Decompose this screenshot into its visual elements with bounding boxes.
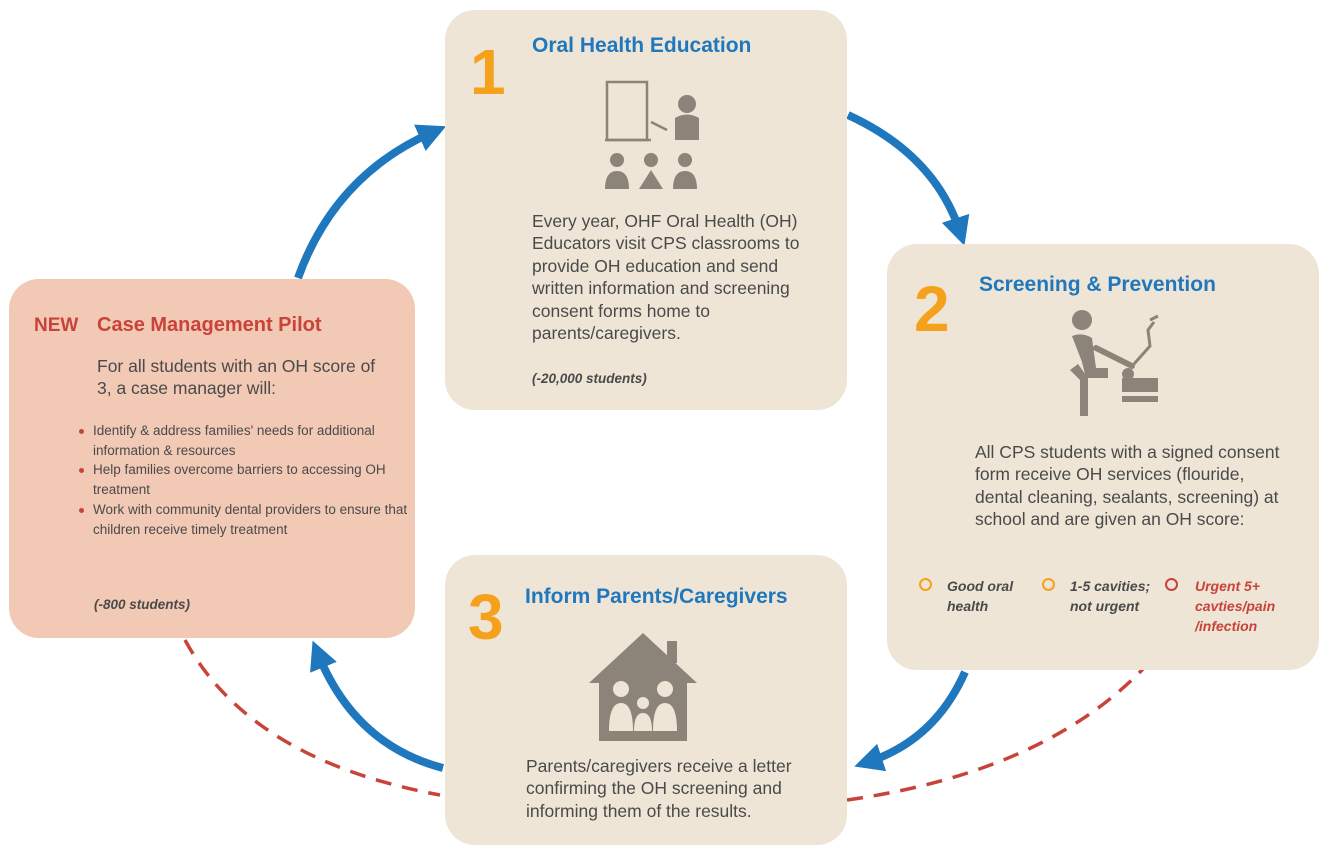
list-item-text: Identify & address families' needs for a… [93, 423, 375, 458]
case-management-title: Case Management Pilot [97, 314, 322, 336]
step-description: Parents/caregivers receive a letter conf… [526, 756, 792, 821]
step-title: Screening & Prevention [979, 273, 1216, 296]
step-card-education: 1 Oral Health Education Every year, OHF … [445, 10, 847, 410]
bullet-icon [79, 468, 84, 474]
case-management-card: NEW Case Management Pilot For all studen… [9, 279, 415, 638]
list-item-text: Work with community dental providers to … [93, 501, 408, 537]
score-circle-icon [1165, 578, 1178, 591]
step-description: All CPS students with a signed consent f… [975, 442, 1280, 530]
arrow-inform-to-case [310, 640, 445, 772]
step-number: 1 [470, 36, 506, 108]
list-item: Work with community dental providers to … [79, 500, 409, 539]
score-circle-icon [919, 578, 932, 591]
step-number: 2 [914, 273, 950, 345]
case-management-list: Identify & address families' needs for a… [79, 421, 409, 539]
new-badge: NEW [34, 315, 79, 336]
arrow-education-to-screening [846, 111, 970, 246]
case-management-dashed-path [183, 639, 441, 797]
family-house-icon [589, 633, 697, 741]
list-item-text: Help families overcome barriers to acces… [93, 462, 386, 498]
student-count: (-20,000 students) [532, 371, 647, 386]
bullet-icon [79, 429, 84, 434]
arrow-screening-to-inform [854, 670, 969, 772]
step-card-inform: 3 Inform Parents/Caregivers Parents/care… [445, 555, 847, 845]
student-count: (-800 students) [94, 597, 191, 612]
step-description: Every year, OHF Oral Health (OH) Educato… [532, 211, 800, 344]
arrow-case-to-education [294, 124, 447, 280]
step-card-screening: 2 Screening & Prevention All CPS student… [887, 244, 1319, 670]
step-title: Inform Parents/Caregivers [525, 585, 788, 608]
step-number: 3 [468, 581, 504, 653]
dental-screening-icon [1070, 310, 1159, 416]
score-label: 1-5 cavities;not urgent [1070, 578, 1151, 614]
bullet-icon [79, 507, 84, 513]
step-title: Oral Health Education [532, 34, 752, 57]
score-circle-icon [1042, 578, 1055, 591]
score-label: Urgent 5+cavties/pain/infection [1195, 578, 1276, 634]
list-item: Help families overcome barriers to acces… [79, 460, 409, 499]
screening-dashed-path [846, 648, 1162, 802]
teacher-classroom-icon [605, 80, 699, 189]
list-item: Identify & address families' needs for a… [79, 421, 409, 460]
case-management-intro: For all students with an OH score of 3, … [97, 356, 376, 399]
